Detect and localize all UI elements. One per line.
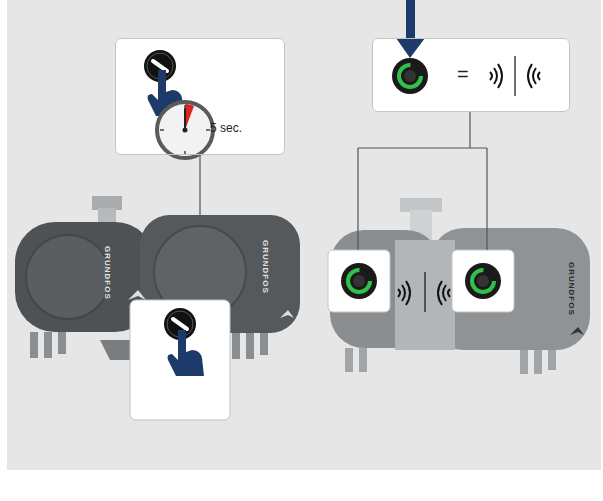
node-text: 5 sec. (210, 121, 242, 135)
twin-pump-right (328, 198, 590, 374)
instruction-box: 5 sec. (115, 38, 285, 155)
brand-label: GRUNDFOS (103, 246, 112, 300)
brand-label: GRUNDFOS (567, 262, 576, 316)
pairing-box: = (372, 38, 570, 112)
brand-label: GRUNDFOS (261, 240, 270, 294)
node-text: = (457, 63, 469, 86)
